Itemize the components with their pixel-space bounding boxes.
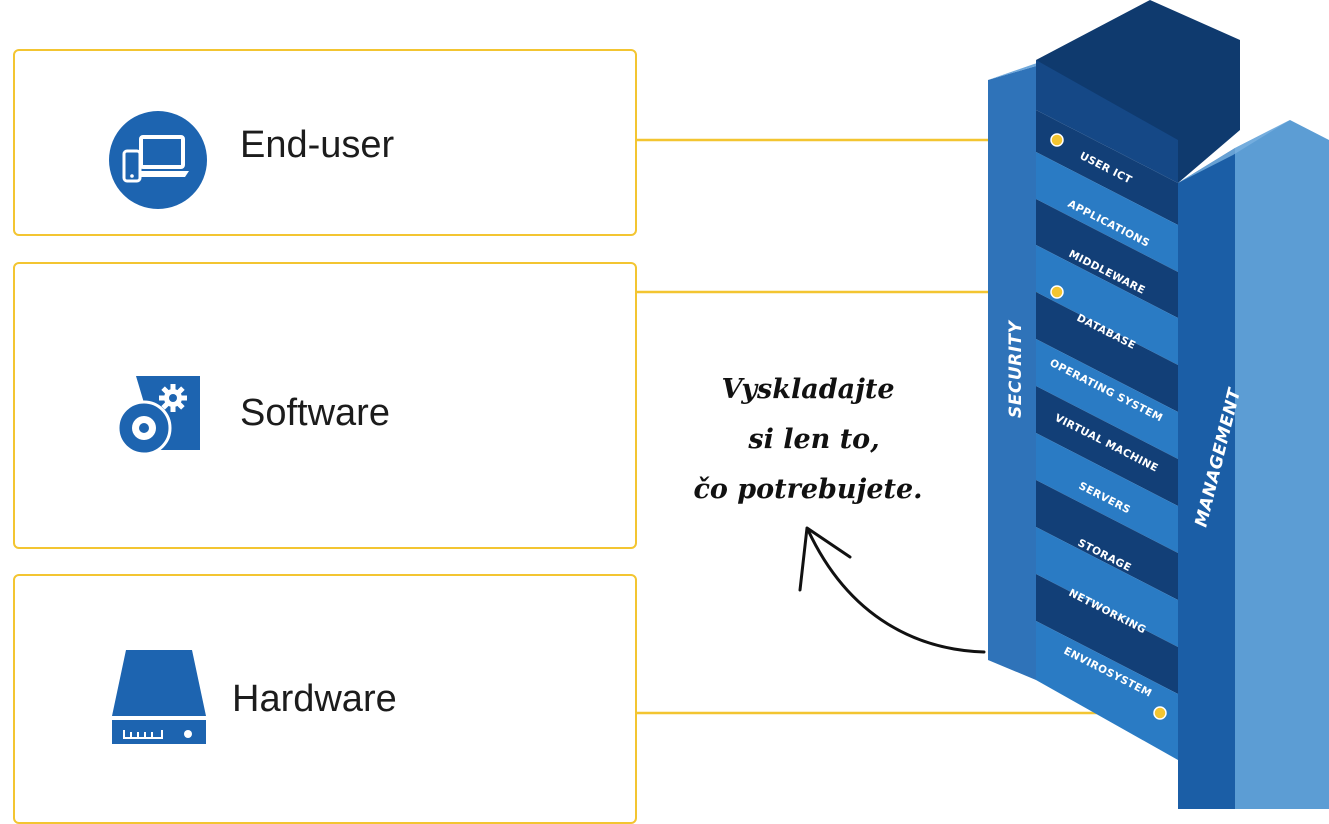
layer-blocks — [1036, 0, 1240, 760]
software-disc-gear-icon — [118, 376, 200, 454]
laptop-phone-icon — [109, 111, 207, 209]
connector-dots — [1050, 133, 1167, 720]
software-label: Software — [240, 392, 390, 434]
software-card — [13, 262, 637, 549]
end-user-label: End-user — [240, 124, 395, 166]
security-label: SECURITY — [1006, 319, 1026, 418]
connector-lines — [637, 138, 1160, 715]
connector-dot-end-user — [1050, 133, 1064, 147]
tagline-line-2: si len to, — [747, 424, 879, 455]
hard-drive-icon — [112, 650, 206, 744]
connector-dot-software — [1050, 285, 1064, 299]
tagline-line-1: Vyskladajte — [722, 374, 895, 405]
connector-dot-hardware — [1153, 706, 1167, 720]
management-pillar — [1178, 120, 1329, 809]
hardware-label: Hardware — [232, 678, 397, 720]
tagline-line-3: čo potrebujete. — [693, 474, 922, 505]
curved-arrow-icon — [798, 526, 986, 654]
handwritten-tagline: Vyskladajte si len to, čo potrebujete. — [693, 374, 922, 505]
